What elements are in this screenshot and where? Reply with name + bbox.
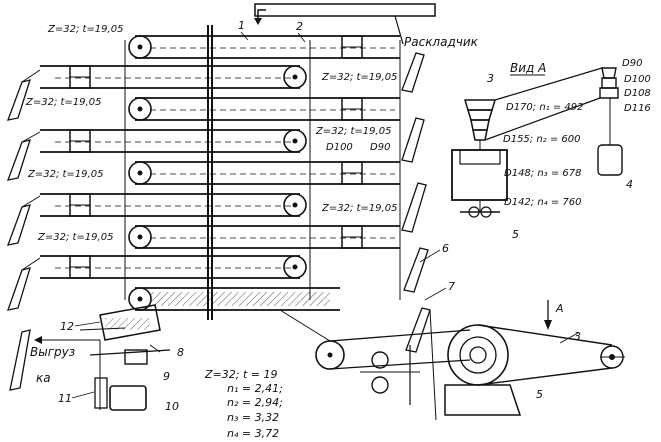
view-a-step4: D142; n₄ = 760 [504,197,582,208]
sprocket-note-2: Z=32; t=19,05 [321,72,397,83]
sprocket-note-4: Z=32; t=19,05 [315,126,391,137]
callout-6: 6 [442,242,449,255]
sprockets-left [128,35,152,311]
view-a-arrow-label: А [555,302,564,315]
callout-9: 9 [163,370,170,383]
drive-sprocket-main: Z=32; t = 19 [204,368,277,381]
spreader-unit: Раскладчик [254,3,479,49]
callout-12: 12 [60,320,74,333]
callout-3b: 3 [574,330,581,343]
sprocket-note-3: Z=32; t=19,05 [25,97,101,108]
drive-d100: D100 [326,142,353,153]
drive-d90: D90 [370,142,390,153]
drive-speed-n2: n₂ = 2,94; [227,396,283,409]
left-flaps [6,69,41,391]
belt-tier-9 [135,287,340,311]
drive-speed-n4: n₄ = 3,72 [227,427,279,440]
drive-speed-n1: n₁ = 2,41; [227,382,283,395]
right-gear-blocks [341,35,363,249]
callout-10: 10 [165,400,179,413]
spreader-label: Раскладчик [404,35,479,49]
view-a-d90: D90 [622,58,642,69]
right-flaps [401,52,437,421]
unload-label-line2: ка [36,371,51,385]
lower-drive [279,309,471,405]
callout-4: 4 [626,178,633,191]
unloading-unit [34,304,171,411]
housing-walls [124,25,401,320]
callout-5b: 5 [536,388,543,401]
view-a-step3: D148; n₃ = 678 [504,168,582,179]
callout-3: 3 [487,72,494,85]
left-gear-blocks [69,65,91,279]
view-a-d116: D116 [624,103,651,114]
sprocket-note-6: Z=32; t=19,05 [321,203,397,214]
view-a-step2: D155; n₂ = 600 [503,134,581,145]
view-a-title: Вид А [510,61,546,75]
view-a-detail [451,67,623,218]
view-a-d108: D108 [624,88,651,99]
sprocket-note-5: Z=32; t=19,05 [27,169,103,180]
drive-speed-n3: n₃ = 3,32 [227,411,279,424]
callout-11: 11 [58,392,72,405]
sprockets-right [283,65,307,279]
sprocket-note-1: Z=32; t=19,05 [47,24,123,35]
callout-8: 8 [177,346,184,359]
view-a-d100: D100 [624,74,651,85]
callout-2: 2 [296,20,303,33]
sprocket-note-7: Z=32; t=19,05 [37,232,113,243]
callout-5: 5 [512,228,519,241]
unload-label-line1: Выгруз [30,345,75,359]
callout-1: 1 [238,19,245,32]
view-a-step1: D170; n₁ = 492 [506,102,584,113]
callout-7: 7 [448,280,455,293]
main-variator-drive [444,300,625,416]
